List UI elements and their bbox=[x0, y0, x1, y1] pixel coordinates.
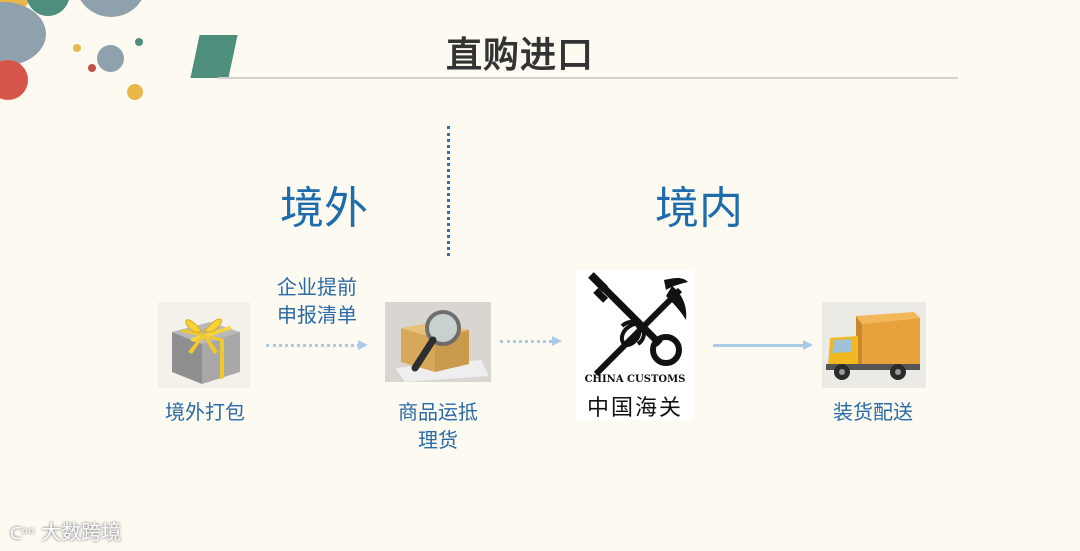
china-customs-emblem: CHINA CUSTOMS 中国海关 bbox=[576, 270, 694, 421]
watermark: ᑕᵒᵒ 大数跨境 bbox=[10, 516, 121, 545]
arrow-label-line1: 企业提前 bbox=[277, 275, 357, 299]
region-overseas-heading: 境外 bbox=[280, 183, 368, 234]
decor-dot-red bbox=[88, 64, 96, 72]
watermark-logo-icon: ᑕᵒᵒ bbox=[10, 524, 35, 543]
region-domestic-heading: 境内 bbox=[655, 183, 743, 234]
decor-dot-yellow bbox=[73, 44, 81, 52]
decor-dot-teal bbox=[135, 38, 143, 46]
step-arrival-tally-label: 商品运抵 理货 bbox=[385, 398, 491, 454]
delivery-truck-icon bbox=[822, 302, 926, 388]
watermark-text: 大数跨境 bbox=[41, 520, 122, 544]
decor-circle-grey-small bbox=[97, 45, 124, 72]
arrow-label-line2: 申报清单 bbox=[277, 303, 357, 327]
page-title: 直购进口 bbox=[445, 35, 594, 76]
step-arrival-tally-line1: 商品运抵 bbox=[398, 400, 478, 424]
flow-arrow-2-head bbox=[552, 336, 562, 346]
title-accent-parallelogram bbox=[190, 35, 238, 78]
decor-circle-red bbox=[0, 60, 28, 100]
decor-circle-grey-large bbox=[75, 0, 147, 17]
flow-arrow-1 bbox=[266, 344, 360, 347]
region-divider bbox=[447, 126, 450, 256]
decor-dot-yellow-2 bbox=[127, 84, 143, 100]
arrow-label-declaration: 企业提前 申报清单 bbox=[262, 273, 372, 329]
title-underline bbox=[218, 77, 958, 79]
step-delivery-label: 装货配送 bbox=[833, 400, 913, 424]
flow-arrow-3-head bbox=[803, 340, 813, 350]
flow-arrow-2 bbox=[500, 340, 552, 343]
customs-emblem-text-en: CHINA CUSTOMS bbox=[584, 374, 686, 385]
flow-arrow-3 bbox=[713, 344, 805, 347]
flow-arrow-1-head bbox=[358, 340, 368, 350]
box-magnifier-icon bbox=[385, 302, 491, 382]
step-overseas-packing-label: 境外打包 bbox=[165, 400, 245, 424]
decor-circle-teal bbox=[26, 0, 70, 16]
gift-box-icon bbox=[158, 302, 250, 388]
customs-emblem-text-zh: 中国海关 bbox=[586, 396, 683, 421]
step-arrival-tally-line2: 理货 bbox=[418, 428, 458, 452]
